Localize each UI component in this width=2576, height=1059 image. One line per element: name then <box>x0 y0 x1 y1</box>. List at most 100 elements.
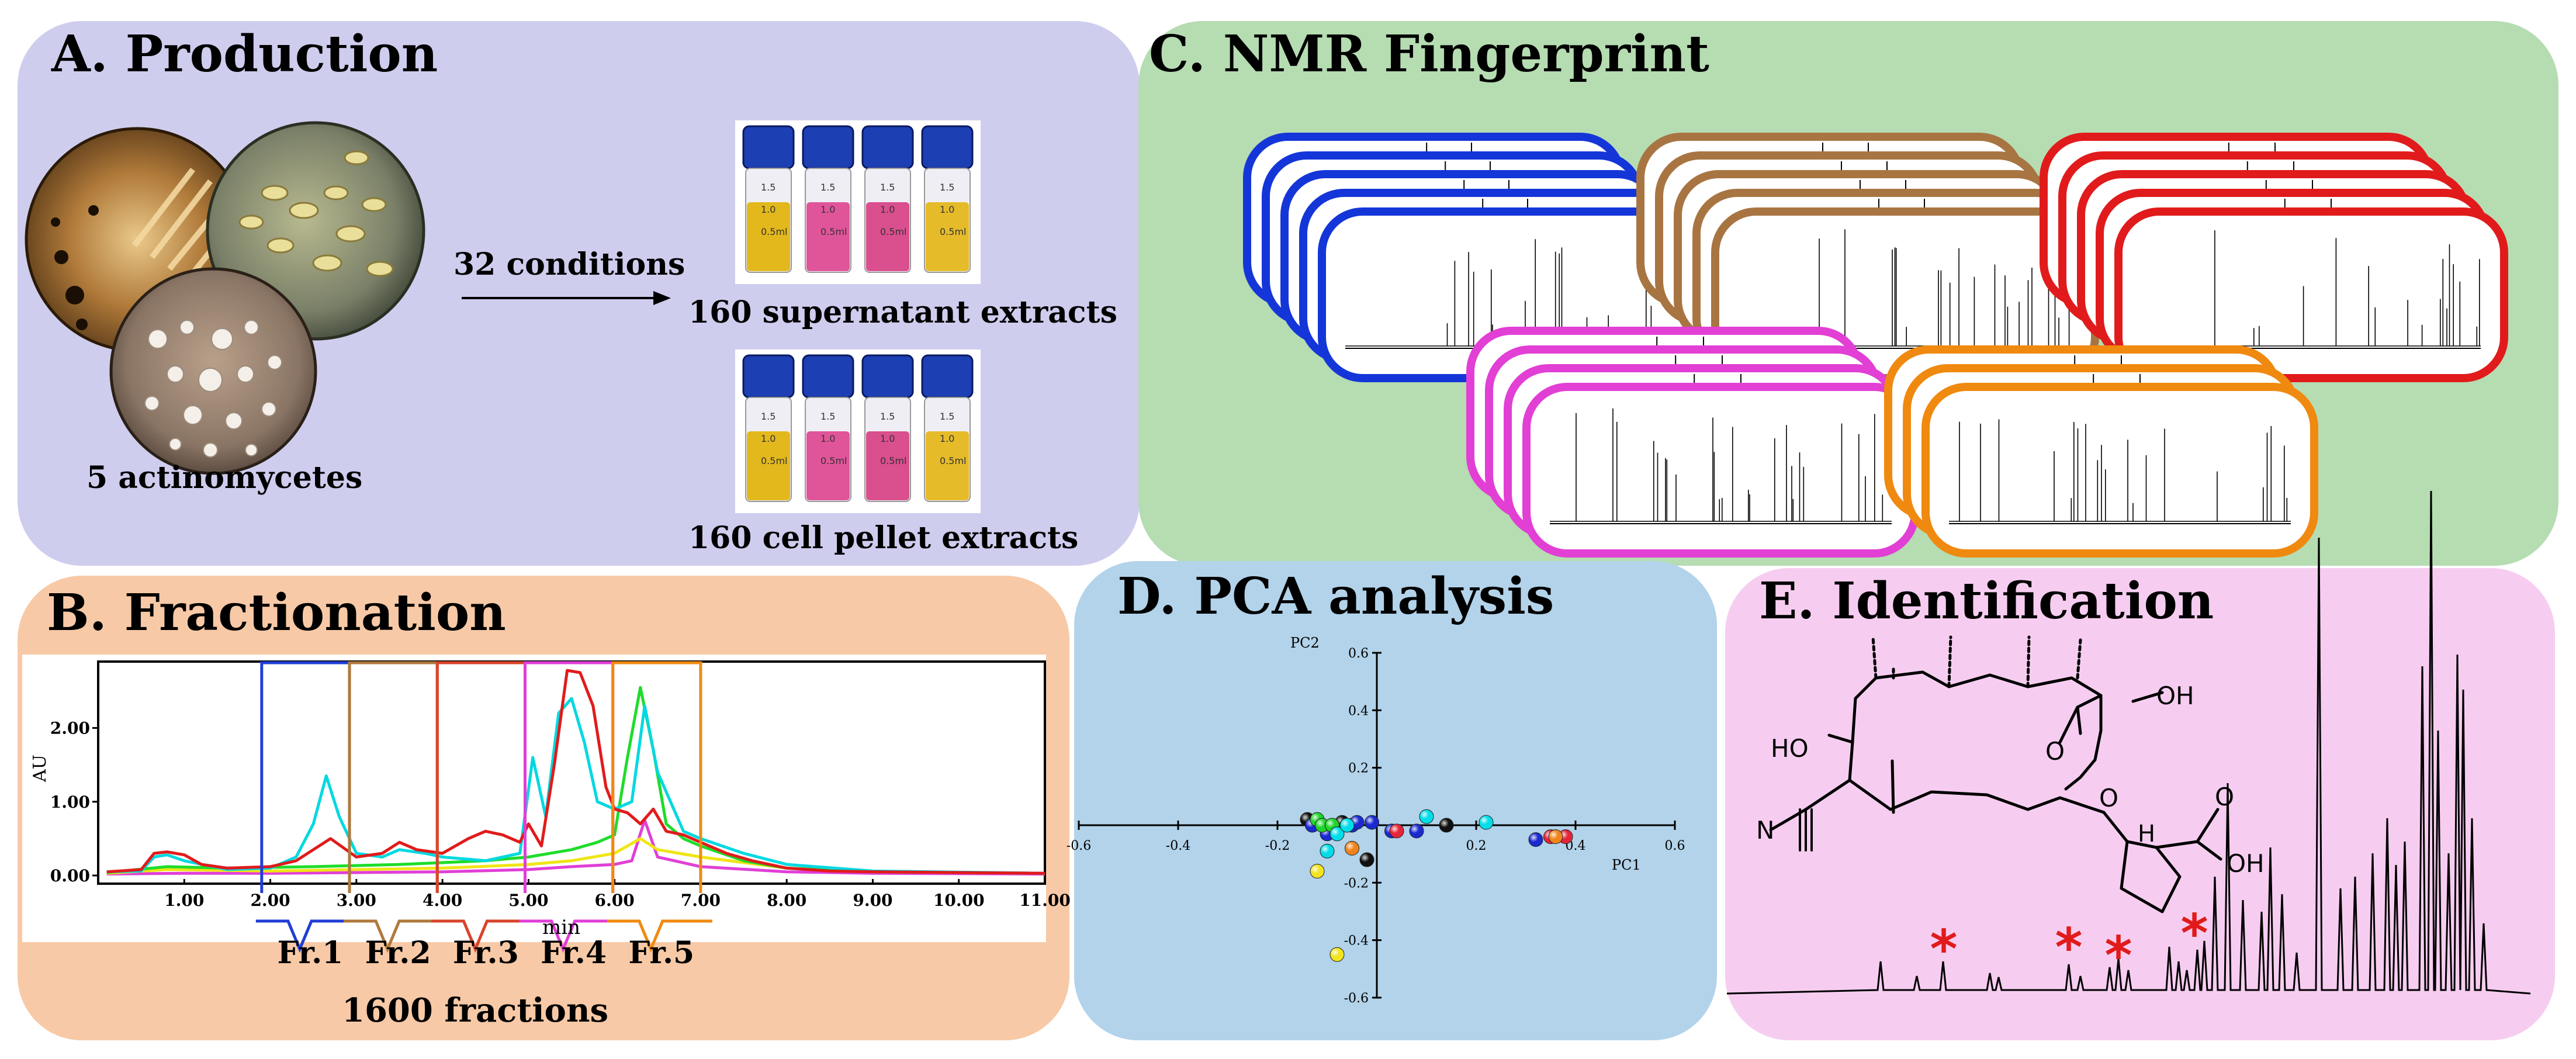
y-tick-label: 1.00 <box>50 792 90 812</box>
atom-o-ring: O <box>2099 784 2118 812</box>
chromatogram-trace <box>106 669 1045 875</box>
vial-mark-text: 1.5 <box>761 411 775 422</box>
x-tick-label: 9.00 <box>853 891 892 910</box>
arrow-icon <box>462 291 671 305</box>
fraction-label: Fr.5 <box>628 935 694 971</box>
asterisk-marker: * <box>1930 919 1957 980</box>
panel-e-title: E. Identification <box>1759 572 2214 631</box>
chromatogram-ylabel: AU <box>30 755 50 783</box>
organism-label: 5 actinomycetes <box>86 460 362 496</box>
atom-o-acid: O <box>2215 783 2234 811</box>
fraction-box <box>611 661 702 893</box>
pca-y-tick-label: 0.2 <box>1348 762 1369 776</box>
fraction-callout <box>607 919 712 953</box>
asterisk-markers: * * * * <box>1930 903 2208 987</box>
panel-e-background <box>1725 568 2555 1040</box>
petri-dish-images <box>25 121 425 475</box>
vial-mark-text: 1.5 <box>940 182 954 193</box>
atom-o-ester: O <box>2045 737 2065 766</box>
fraction-label: Fr.2 <box>365 935 431 971</box>
x-tick-label: 5.00 <box>508 891 548 910</box>
vial-mark-text: 0.5ml <box>820 226 847 237</box>
vial-mark-text: 1.5 <box>820 182 835 193</box>
atom-h: H <box>2138 821 2155 847</box>
vial-mark-text: 1.5 <box>820 411 835 422</box>
x-tick-label: 8.00 <box>767 891 806 910</box>
panel-d-title: D. PCA analysis <box>1117 567 1554 626</box>
y-tick-label: 0.00 <box>50 866 90 885</box>
vial-mark-text: 1.5 <box>761 182 775 193</box>
fraction-label: Fr.4 <box>541 935 607 971</box>
x-tick-label: 3.00 <box>337 891 376 910</box>
condition-label: 32 conditions <box>453 247 685 282</box>
atom-n: N <box>1756 816 1774 845</box>
vial-mark-text: 1.0 <box>880 433 895 444</box>
vial-mark-text: 1.0 <box>940 433 954 444</box>
vial-mark-text: 0.5ml <box>820 455 847 466</box>
atom-ho-left: HO <box>1771 734 1809 763</box>
compound-structure <box>1769 635 2222 913</box>
vial-mark-text: 1.0 <box>940 204 954 215</box>
fraction-callout <box>255 919 362 953</box>
vial-mark-text: 1.0 <box>761 204 775 215</box>
pca-y-tick-label: 0.4 <box>1348 704 1369 718</box>
nmr-spectrum-card <box>1522 383 1919 558</box>
vial-mark-text: 1.5 <box>940 411 954 422</box>
x-tick-label: 2.00 <box>250 891 290 910</box>
x-tick-label: 7.00 <box>681 891 721 910</box>
asterisk-marker: * <box>2180 903 2208 964</box>
panel-c-title: C. NMR Fingerprint <box>1149 25 1709 84</box>
chromatogram-xlabel: min <box>542 916 580 939</box>
vial-mark-text: 1.0 <box>820 204 835 215</box>
vial-mark-text: 1.0 <box>880 204 895 215</box>
x-tick-label: 6.00 <box>595 891 635 910</box>
y-tick-label: 2.00 <box>50 719 90 738</box>
fraction-callout <box>344 919 449 953</box>
vial-mark-text: 0.5ml <box>940 226 966 237</box>
pca-x-tick-label: -0.2 <box>1265 839 1290 853</box>
pca-x-tick-label: -0.4 <box>1166 839 1190 853</box>
pellet-label: 160 cell pellet extracts <box>688 520 1078 556</box>
x-tick-label: 4.00 <box>423 891 462 910</box>
vial-mark-text: 1.0 <box>761 433 775 444</box>
pca-xlabel: PC1 <box>1612 857 1641 873</box>
pca-x-tick-label: 0.6 <box>1665 839 1685 853</box>
fraction-callout <box>519 919 625 953</box>
supernatant-vials-image: 1.51.00.5ml1.51.00.5ml1.51.00.5ml1.51.00… <box>735 120 981 284</box>
pca-y-tick-label: -0.2 <box>1344 876 1369 891</box>
asterisk-marker: * <box>2055 917 2082 978</box>
asterisk-marker: * <box>2104 925 2132 987</box>
nmr-spectrum-line <box>1726 490 2531 995</box>
pca-x-tick-label: -0.6 <box>1067 839 1091 853</box>
chromatogram-trace <box>106 818 1045 875</box>
fractions-total-label: 1600 fractions <box>342 991 608 1030</box>
pca-scatter <box>1300 809 1573 962</box>
vial-mark-text: 0.5ml <box>761 226 787 237</box>
x-tick-label: 1.00 <box>164 891 204 910</box>
fraction-callout <box>431 919 537 953</box>
pca-y-tick-label: 0.6 <box>1348 646 1369 661</box>
chromatogram-x-ticks: 1.00 2.00 3.00 4.00 5.00 6.00 7.00 8.00 9.00 10.0… <box>164 879 1071 910</box>
vial-mark-text: 1.5 <box>880 411 895 422</box>
chromatogram-trace <box>106 686 1045 875</box>
fraction-label: Fr.3 <box>453 935 519 971</box>
vial-mark-text: 0.5ml <box>940 455 966 466</box>
atom-oh-acid: OH <box>2227 849 2265 878</box>
nmr-spectra-stacks <box>1243 133 2508 558</box>
nmr-spectrum-card <box>1921 383 2318 558</box>
pellet-vials-image: 1.5 1.0 0.5ml 1.5 1.0 0.5ml 1.5 1.0 0.5ml 1.5 1.0 0… <box>735 349 981 513</box>
panel-d-background <box>1074 561 1717 1040</box>
pca-x-tick-label: 0.2 <box>1466 839 1487 853</box>
vial-mark-text: 0.5ml <box>880 455 906 466</box>
x-tick-label: 10.00 <box>933 891 985 910</box>
vial-mark-text: 1.0 <box>820 433 835 444</box>
fraction-boxes <box>255 661 712 953</box>
chromatogram-y-ticks: 2.00 1.00 0.00 <box>50 719 98 885</box>
pca-ylabel: PC2 <box>1290 635 1320 651</box>
pca-y-tick-label: -0.4 <box>1344 934 1369 949</box>
x-tick-label: 11.00 <box>1019 891 1071 910</box>
vial-mark-text: 0.5ml <box>761 455 787 466</box>
chromatogram-area <box>22 655 1046 942</box>
